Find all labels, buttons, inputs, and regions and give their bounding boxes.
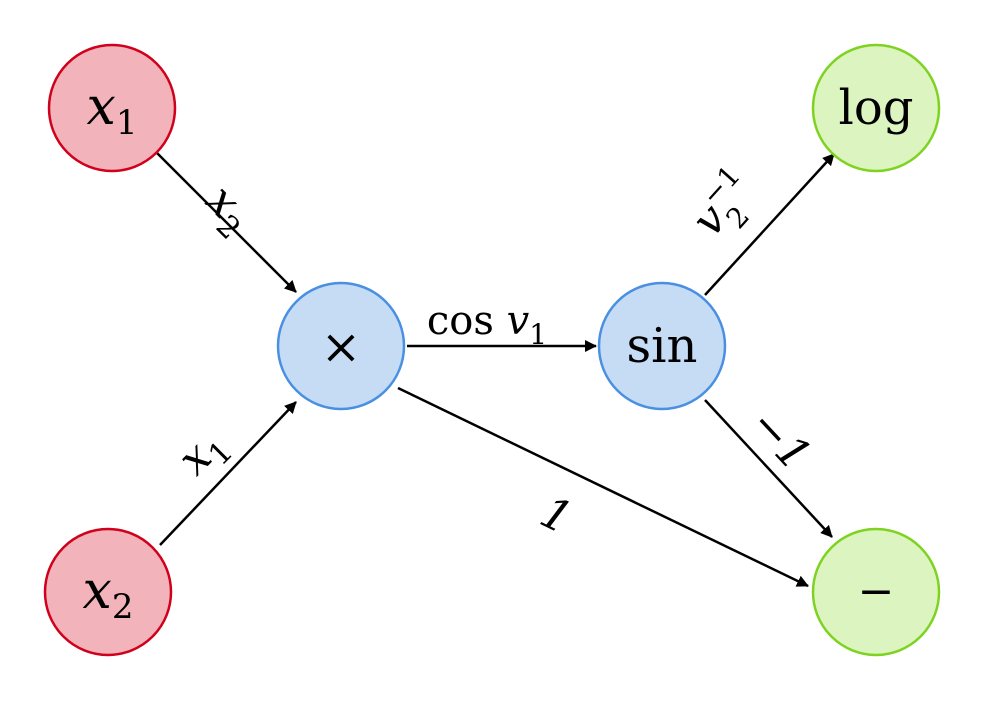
edge-sin-to-log <box>704 153 835 296</box>
edge-sin-to-minus <box>704 399 833 538</box>
edge-label-x1-to-multiply: x2 <box>191 175 263 247</box>
svg-text:1: 1 <box>532 486 580 544</box>
svg-text:−1: −1 <box>740 399 822 481</box>
node-input-x1: x1 <box>47 43 177 173</box>
node-multiply: × <box>276 281 406 411</box>
node-minus: − <box>811 527 941 657</box>
edge-label-x2-to-multiply: x1 <box>168 418 240 490</box>
svg-text:v−12: v−12 <box>678 159 772 253</box>
svg-text:x1: x1 <box>87 77 138 143</box>
node-log: log <box>811 43 941 173</box>
edge-label-multiply-to-sin: cos v1 <box>427 298 547 351</box>
node-input-x2: x2 <box>43 527 173 657</box>
edge-x2-to-multiply <box>159 401 297 546</box>
svg-text:x1: x1 <box>168 418 240 490</box>
edge-x1-to-multiply <box>155 151 297 293</box>
svg-text:log: log <box>839 80 914 136</box>
edge-label-sin-to-log: v−12 <box>678 159 772 253</box>
svg-text:−: − <box>858 566 895 617</box>
svg-text:cos v1: cos v1 <box>427 298 547 351</box>
svg-text:x2: x2 <box>191 175 263 247</box>
edge-multiply-to-minus <box>397 386 809 588</box>
edge-label-multiply-to-minus: 1 <box>532 486 580 544</box>
edge-label-sin-to-minus: −1 <box>740 399 822 481</box>
node-sin: sin <box>597 281 727 411</box>
svg-text:x2: x2 <box>83 561 134 627</box>
svg-text:×: × <box>321 319 361 375</box>
svg-text:sin: sin <box>627 318 698 374</box>
